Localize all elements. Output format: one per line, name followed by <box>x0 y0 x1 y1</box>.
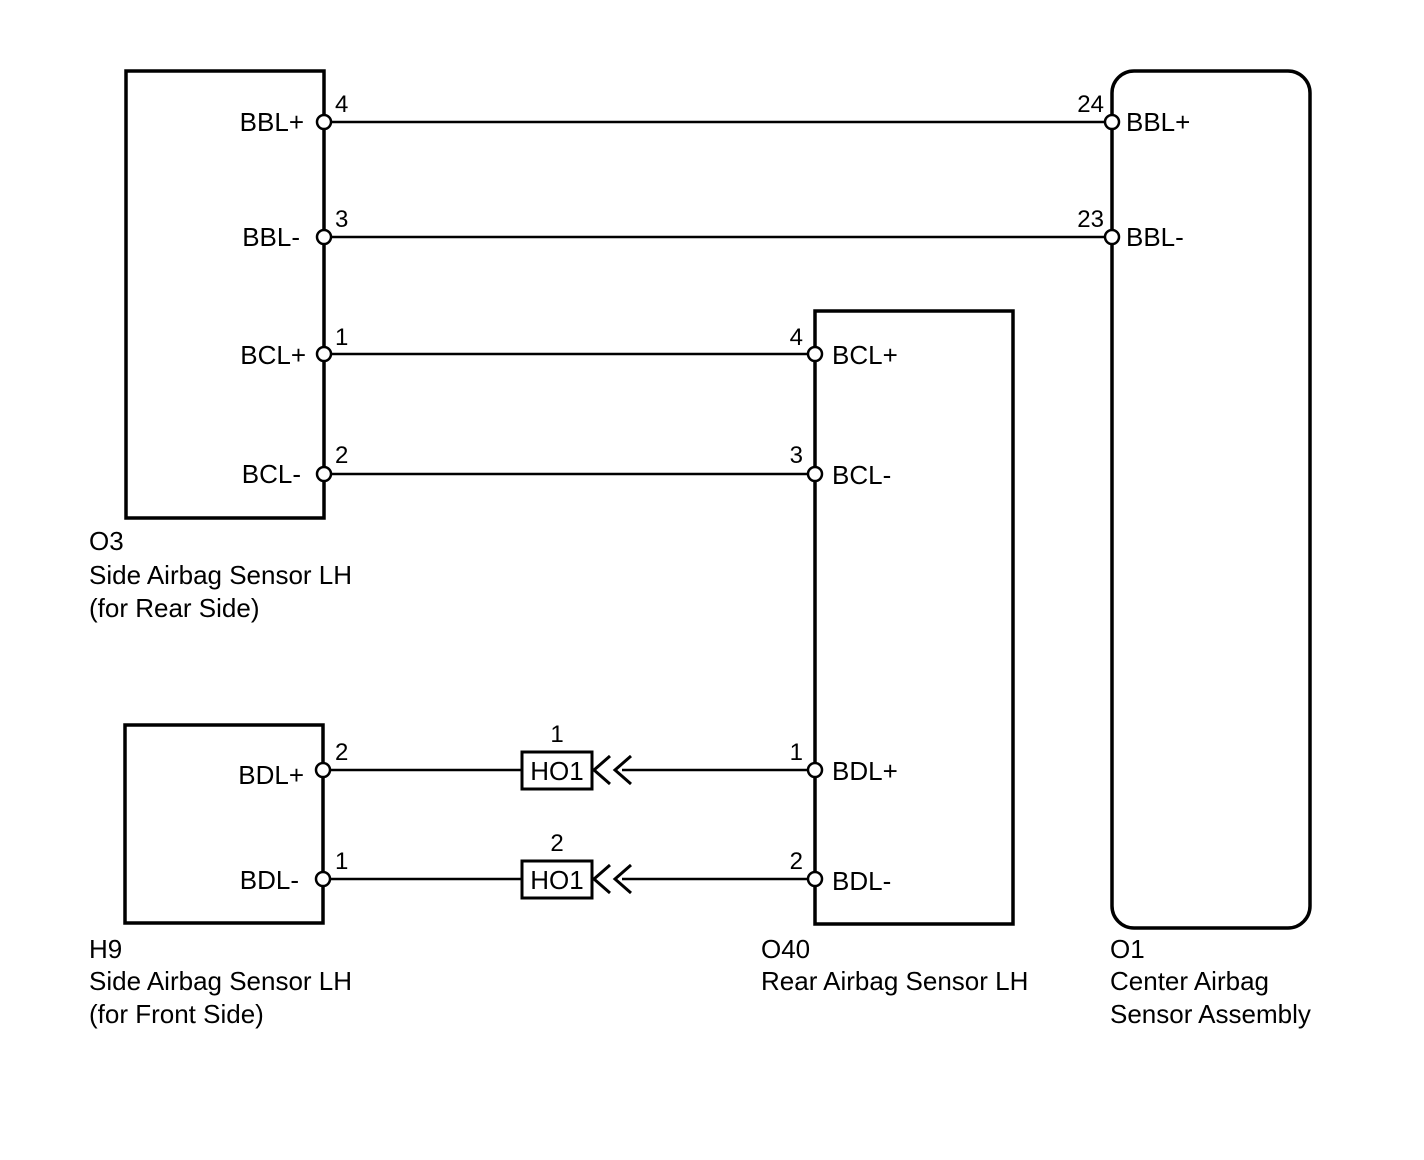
component-name: Sensor Assembly <box>1110 999 1311 1029</box>
connector-pin-number: 2 <box>550 830 563 857</box>
component-code: O3 <box>89 526 124 556</box>
component-name: Side Airbag Sensor LH <box>89 966 352 996</box>
o40-pin-label: BCL- <box>832 460 891 490</box>
terminal-o3-bbl-minus <box>315 228 333 246</box>
terminal-o40-bdl-minus <box>806 870 824 888</box>
terminal-o3-bcl-plus <box>315 345 333 363</box>
component-note: (for Front Side) <box>89 999 264 1029</box>
h9-pin-number: 1 <box>335 848 348 875</box>
connector-ho1-pin2: HO1 2 <box>520 830 632 900</box>
connector-pin-number: 1 <box>550 721 563 748</box>
component-note: (for Rear Side) <box>89 593 260 623</box>
terminal-h9-bdl-minus <box>314 870 332 888</box>
h9-pin-label: BDL+ <box>238 760 304 790</box>
connector-ho1-code: HO1 <box>530 756 583 786</box>
o40-caption: O40 Rear Airbag Sensor LH <box>761 934 1028 996</box>
o3-pin-label: BCL- <box>242 459 301 489</box>
terminal-o1-bbl-minus <box>1103 228 1121 246</box>
o3-pin-number: 4 <box>335 91 348 118</box>
terminal-o3-bbl-plus <box>315 113 333 131</box>
o1-pin-label: BBL- <box>1126 222 1184 252</box>
o1-component-box <box>1110 69 1312 930</box>
o40-pin-label: BDL+ <box>832 756 898 786</box>
o40-pin-number: 3 <box>790 442 803 469</box>
o3-pin-label: BBL+ <box>240 107 304 137</box>
h9-component-box <box>123 723 325 925</box>
component-code: O40 <box>761 934 810 964</box>
o1-pin-number: 24 <box>1077 91 1104 118</box>
terminal-o1-bbl-plus <box>1103 113 1121 131</box>
o3-caption: O3 Side Airbag Sensor LH (for Rear Side) <box>89 526 352 623</box>
o3-pin-label: BBL- <box>242 222 300 252</box>
connector-arrow-icon <box>612 754 632 786</box>
o1-caption: O1 Center Airbag Sensor Assembly <box>1110 934 1311 1029</box>
o3-pin-label: BCL+ <box>240 340 306 370</box>
o40-pin-label: BCL+ <box>832 340 898 370</box>
terminal-o40-bcl-minus <box>806 465 824 483</box>
connector-ho1-pin1: HO1 1 <box>520 721 632 791</box>
terminal-o40-bcl-plus <box>806 345 824 363</box>
o40-pin-number: 2 <box>790 848 803 875</box>
connector-arrow-icon <box>591 754 611 786</box>
component-code: H9 <box>89 934 122 964</box>
component-name: Side Airbag Sensor LH <box>89 560 352 590</box>
terminal-o40-bdl-plus <box>806 761 824 779</box>
component-name: Rear Airbag Sensor LH <box>761 966 1028 996</box>
h9-pin-label: BDL- <box>240 865 299 895</box>
o3-pin-number: 2 <box>335 442 348 469</box>
o1-pin-label: BBL+ <box>1126 107 1190 137</box>
o40-pin-number: 4 <box>790 324 803 351</box>
o40-pin-number: 1 <box>790 739 803 766</box>
o1-pin-number: 23 <box>1077 206 1104 233</box>
terminal-h9-bdl-plus <box>314 761 332 779</box>
o3-pin-number: 1 <box>335 324 348 351</box>
h9-caption: H9 Side Airbag Sensor LH (for Front Side… <box>89 934 352 1029</box>
terminal-o3-bcl-minus <box>315 465 333 483</box>
connector-arrow-icon <box>591 863 611 895</box>
component-name: Center Airbag <box>1110 966 1269 996</box>
o40-pin-label: BDL- <box>832 866 891 896</box>
component-code: O1 <box>1110 934 1145 964</box>
connector-ho1-code: HO1 <box>530 865 583 895</box>
o3-component-box <box>124 69 326 520</box>
connector-arrow-icon <box>612 863 632 895</box>
o3-pin-number: 3 <box>335 206 348 233</box>
h9-pin-number: 2 <box>335 739 348 766</box>
o40-component-box <box>813 309 1015 926</box>
